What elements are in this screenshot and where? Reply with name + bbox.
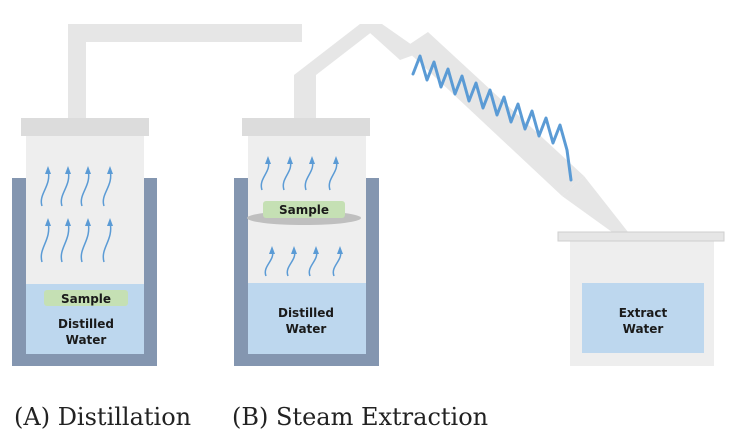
arrowhead: [287, 156, 293, 164]
condenser-outlet-pipe: [562, 176, 628, 232]
arrowhead: [45, 218, 51, 226]
arrowhead: [313, 246, 319, 254]
arrowhead: [45, 166, 51, 174]
steam-arrow: [40, 221, 50, 263]
arrowhead: [333, 156, 339, 164]
steam-arrows-b: [260, 156, 343, 277]
caption-steam-extraction: (B) Steam Extraction: [232, 403, 489, 431]
arrowhead: [65, 218, 71, 226]
water-label-a-line2: Water: [66, 333, 107, 347]
receiver-rim: [557, 231, 725, 242]
condenser-coil: [411, 54, 573, 182]
extract-label-line1: Extract: [619, 306, 668, 320]
sample-pad-a: [44, 290, 128, 306]
arrowhead: [65, 166, 71, 174]
water-label-b-line2: Water: [286, 322, 327, 336]
lid-a: [21, 118, 149, 136]
sample-pad-b: [263, 201, 345, 218]
arrowhead: [309, 156, 315, 164]
apparatus-a-distillation: Sample Distilled Water: [12, 118, 157, 366]
connector-pipe-b-to-condenser: [294, 24, 422, 120]
arrowhead: [291, 246, 297, 254]
apparatus-b-steam-extraction: Sample Distilled Water: [234, 118, 379, 366]
receiver-vessel: Extract Water: [557, 231, 725, 366]
steam-arrows-a: [40, 166, 113, 263]
arrowhead: [265, 156, 271, 164]
water-label-a-line1: Distilled: [58, 317, 114, 331]
arrowhead: [85, 166, 91, 174]
extract-label-line2: Water: [623, 322, 664, 336]
extract-water: [582, 283, 704, 353]
water-b: [248, 283, 366, 354]
arrowhead: [107, 166, 113, 174]
water-label-b-line1: Distilled: [278, 306, 334, 320]
arrowhead: [107, 218, 113, 226]
condenser-tube: [404, 32, 584, 196]
caption-distillation: (A) Distillation: [14, 403, 192, 431]
steam-arrow: [80, 221, 90, 263]
connector-pipe-a-to-b: [68, 24, 302, 120]
arrowhead: [337, 246, 343, 254]
steam-arrow: [60, 221, 70, 263]
arrowhead: [85, 218, 91, 226]
steam-arrow: [102, 221, 112, 263]
sample-label-b: Sample: [279, 203, 329, 217]
sample-label-a: Sample: [61, 292, 111, 306]
arrowhead: [269, 246, 275, 254]
lid-b: [242, 118, 370, 136]
condenser: [404, 32, 628, 232]
